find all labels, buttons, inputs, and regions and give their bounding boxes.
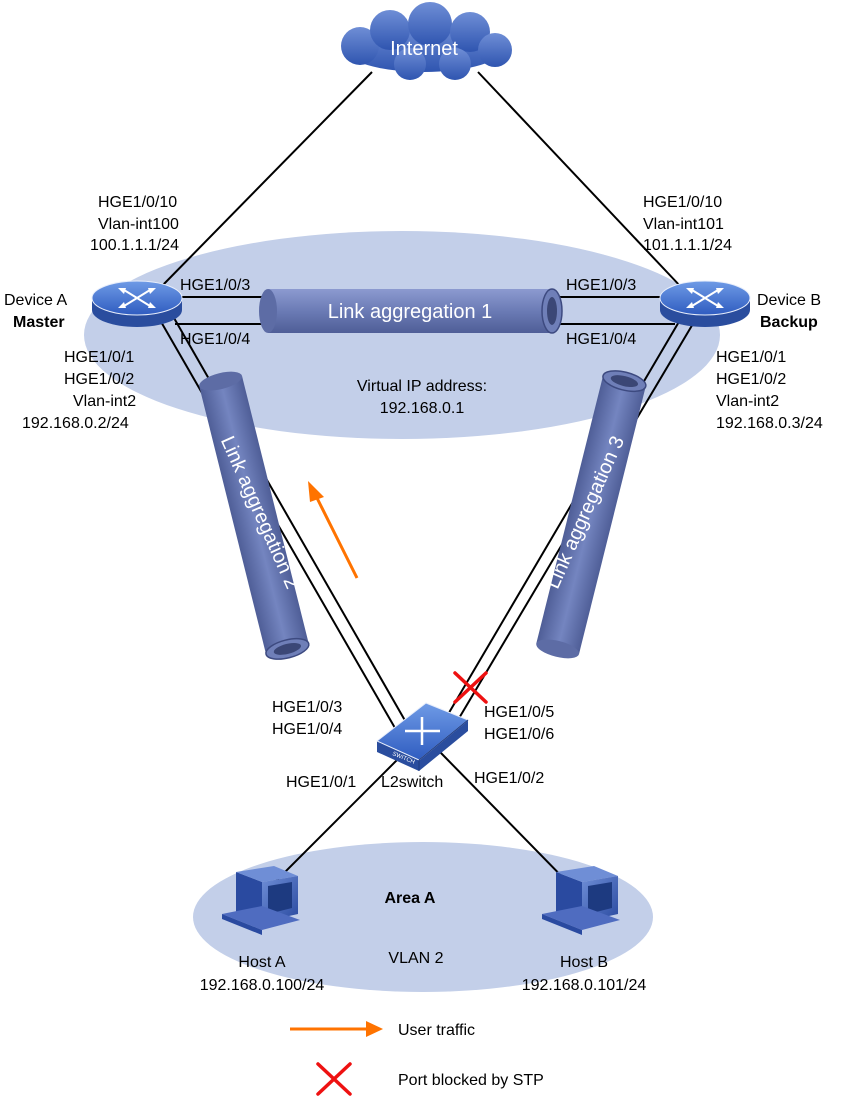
switch-name: L2switch: [381, 774, 443, 791]
l2switch-icon: SWITCH: [376, 702, 469, 771]
device-a-uplink-vlan: Vlan-int100: [98, 216, 179, 233]
device-b-uplink-ip: 101.1.1.1/24: [643, 237, 732, 254]
device-b-role: Backup: [760, 314, 818, 331]
area-vlan: VLAN 2: [388, 950, 443, 967]
device-a-downlink-vlan: Vlan-int2: [73, 393, 136, 410]
legend-blocked-x-icon: [316, 1062, 352, 1096]
device-a-router-icon: [91, 280, 183, 327]
device-a-name: Device A: [4, 292, 67, 309]
device-b-uplink-port: HGE1/0/10: [643, 194, 722, 211]
device-b-router-icon: [659, 280, 751, 327]
device-a-role: Master: [13, 314, 65, 331]
legend-user-traffic: User traffic: [398, 1022, 475, 1039]
link-aggregation-1-tube: [259, 288, 563, 334]
host-b-name: Host B: [560, 954, 608, 971]
device-b-name: Device B: [757, 292, 821, 309]
switch-right-port-1: HGE1/0/5: [484, 704, 554, 721]
device-b-agg1-port-2: HGE1/0/4: [566, 331, 636, 348]
virtual-ip-address: 192.168.0.1: [380, 400, 465, 417]
legend-blocked: Port blocked by STP: [398, 1072, 544, 1089]
host-b-ip: 192.168.0.101/24: [522, 977, 647, 994]
uplink-device-b: [477, 71, 683, 289]
user-traffic-arrow-icon: [308, 481, 359, 579]
link-aggregation-3-tube: [536, 370, 647, 659]
switch-host-a-port: HGE1/0/1: [286, 774, 356, 791]
host-a-name: Host A: [238, 954, 285, 971]
link-host-b: [439, 751, 581, 896]
device-a-uplink-port: HGE1/0/10: [98, 194, 177, 211]
internet-label: Internet: [390, 38, 458, 60]
device-b-agg1-port-1: HGE1/0/3: [566, 277, 636, 294]
device-a-agg1-port-1: HGE1/0/3: [180, 277, 250, 294]
device-a-uplink-ip: 100.1.1.1/24: [90, 237, 179, 254]
switch-host-b-port: HGE1/0/2: [474, 770, 544, 787]
switch-right-port-2: HGE1/0/6: [484, 726, 554, 743]
device-b-downlink-port-1: HGE1/0/1: [716, 349, 786, 366]
device-b-downlink-port-2: HGE1/0/2: [716, 371, 786, 388]
stp-blocked-x-icon: [453, 671, 488, 704]
device-a-agg1-port-2: HGE1/0/4: [180, 331, 250, 348]
link-aggregation-2-tube: [199, 371, 310, 660]
device-a-downlink-ip: 192.168.0.2/24: [22, 415, 129, 432]
area-name: Area A: [385, 890, 436, 907]
switch-left-port-2: HGE1/0/4: [272, 721, 342, 738]
device-b-downlink-vlan: Vlan-int2: [716, 393, 779, 410]
area-a-ellipse: [193, 842, 653, 992]
virtual-ip-label: Virtual IP address:: [357, 378, 487, 395]
device-b-downlink-ip: 192.168.0.3/24: [716, 415, 823, 432]
host-a-pc-icon: [222, 866, 300, 935]
internet-cloud-icon: [341, 2, 512, 80]
host-a-ip: 192.168.0.100/24: [200, 977, 325, 994]
device-a-downlink-port-2: HGE1/0/2: [64, 371, 134, 388]
legend-traffic-arrow-icon: [290, 1021, 383, 1037]
device-a-downlink-port-1: HGE1/0/1: [64, 349, 134, 366]
link-aggregation-1-label: Link aggregation 1: [328, 301, 493, 323]
host-b-pc-icon: [542, 866, 620, 935]
switch-left-port-1: HGE1/0/3: [272, 699, 342, 716]
legend: User traffic Port blocked by STP: [290, 1021, 544, 1096]
device-b-uplink-vlan: Vlan-int101: [643, 216, 724, 233]
uplink-device-a: [159, 71, 373, 289]
